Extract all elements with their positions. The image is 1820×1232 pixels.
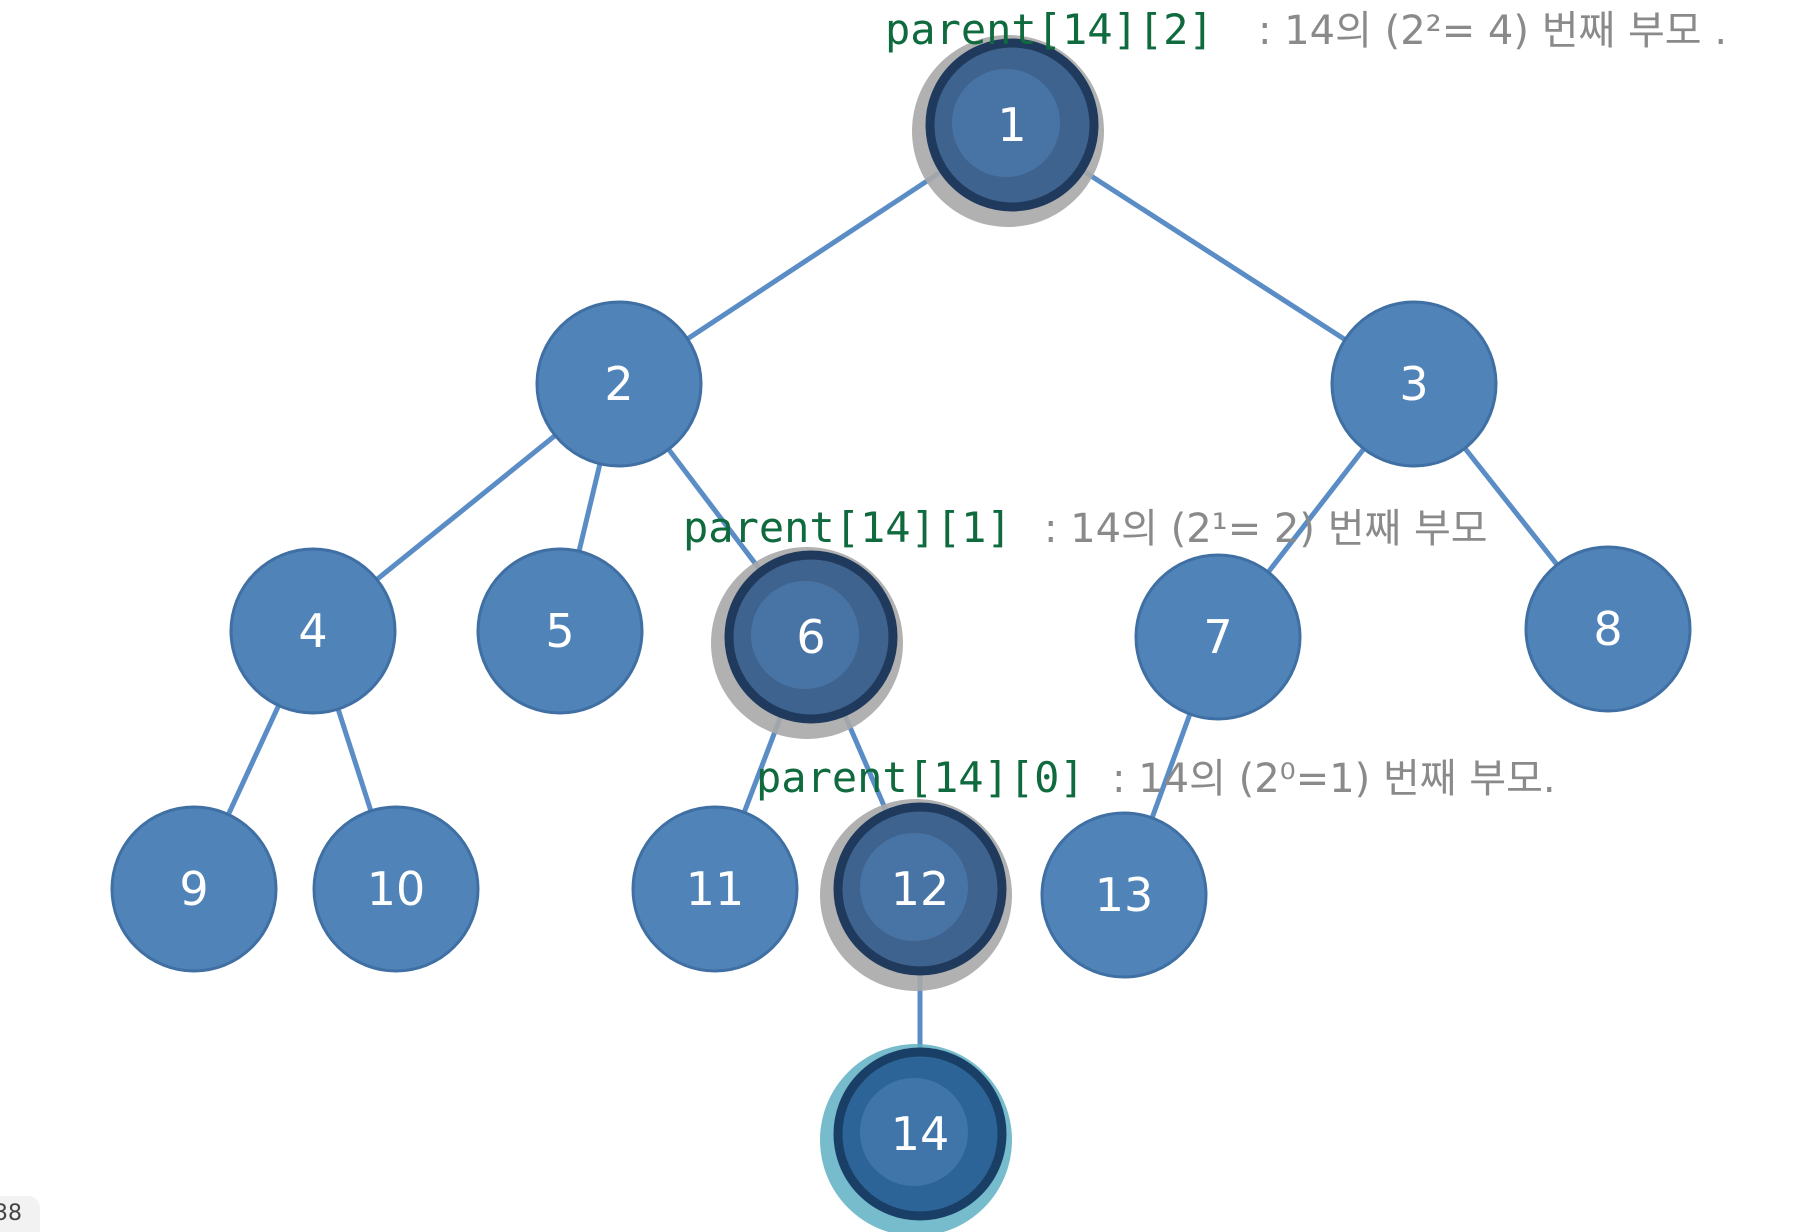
tree-node-13: 13: [1040, 811, 1208, 979]
annotation-layer: parent[14][2] : 14의 (2²= 4) 번째 부모 . pare…: [683, 5, 1727, 802]
node-label: 3: [1399, 357, 1428, 411]
node-label: 11: [686, 862, 745, 916]
node-circle: [476, 547, 644, 715]
node-label: 10: [367, 862, 426, 916]
tree-node-4: 4: [229, 547, 397, 715]
tree-node-11: 11: [631, 805, 799, 973]
node-circle: [631, 805, 799, 973]
annotation-code: parent[14][0]: [756, 753, 1085, 802]
tree-node-7: 7: [1134, 553, 1302, 721]
node-label: 7: [1203, 610, 1232, 664]
node-inner-scribble: [860, 1078, 968, 1186]
node-label: 1: [997, 98, 1026, 152]
tree-node-8: 8: [1524, 545, 1692, 713]
tree-node-12: 12: [833, 802, 1007, 976]
node-label: 13: [1095, 868, 1154, 922]
node-circle: [312, 805, 480, 973]
annotation-note: : 14의 (2⁰=1) 번째 부모.: [1112, 756, 1556, 802]
node-circle: [1524, 545, 1692, 713]
tree-node-5: 5: [476, 547, 644, 715]
node-label: 9: [179, 862, 208, 916]
node-label: 14: [891, 1107, 950, 1161]
node-inner-scribble: [952, 69, 1060, 177]
tree-node-14: 14: [833, 1047, 1007, 1221]
node-label: 4: [298, 604, 327, 658]
annotation-code: parent[14][2]: [885, 5, 1214, 54]
annotation-parent-14-0: parent[14][0] : 14의 (2⁰=1) 번째 부모.: [756, 753, 1556, 802]
node-inner-scribble: [860, 833, 968, 941]
tree-node-9: 9: [110, 805, 278, 973]
tree-node-1: 1: [925, 38, 1099, 212]
node-circle: [535, 300, 703, 468]
annotation-code: parent[14][1]: [683, 503, 1012, 552]
annotation-note: : 14의 (2¹= 2) 번째 부모: [1044, 506, 1488, 552]
annotation-parent-14-1: parent[14][1] : 14의 (2¹= 2) 번째 부모: [683, 503, 1488, 552]
node-circle: [229, 547, 397, 715]
tree-node-6: 6: [724, 550, 898, 724]
node-label: 2: [604, 357, 633, 411]
node-label: 8: [1593, 602, 1622, 656]
node-circle: [110, 805, 278, 973]
node-inner-scribble: [751, 581, 859, 689]
node-circle: [1134, 553, 1302, 721]
tree-node-10: 10: [312, 805, 480, 973]
node-label: 12: [891, 862, 950, 916]
tree-node-2: 2: [535, 300, 703, 468]
node-label: 5: [545, 604, 574, 658]
node-circle: [1330, 300, 1498, 468]
annotation-parent-14-2: parent[14][2] : 14의 (2²= 4) 번째 부모 .: [885, 5, 1727, 54]
corner-badge: 38: [0, 1196, 40, 1232]
node-label: 6: [796, 610, 825, 664]
node-circle: [1040, 811, 1208, 979]
annotation-note: : 14의 (2²= 4) 번째 부모 .: [1258, 8, 1727, 54]
tree-node-3: 3: [1330, 300, 1498, 468]
